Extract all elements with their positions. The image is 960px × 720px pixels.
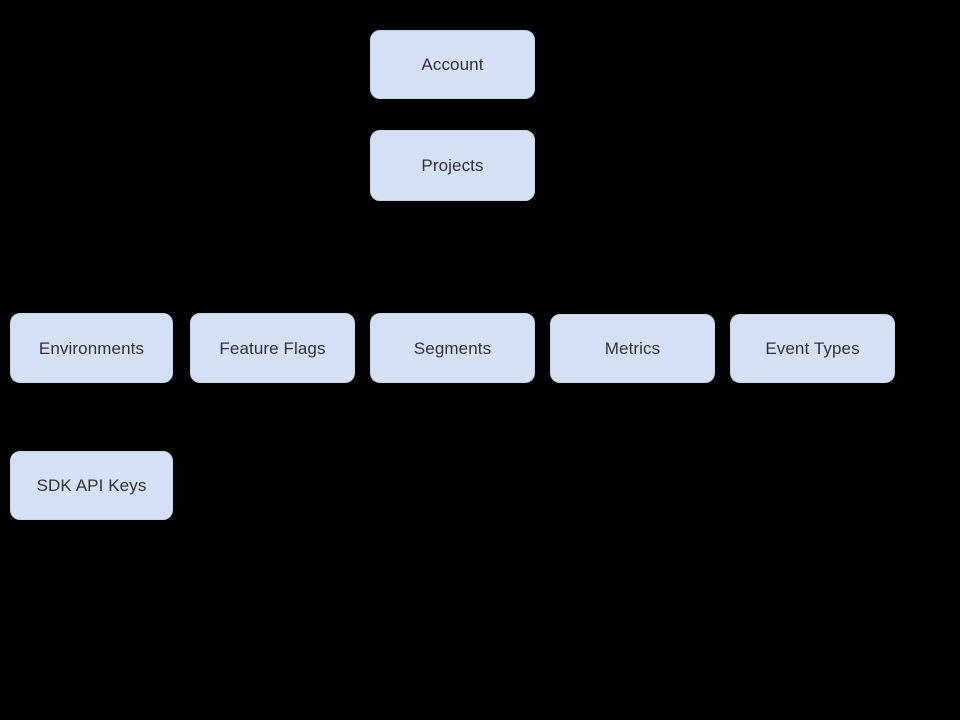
node-label: SDK API Keys: [36, 476, 147, 495]
node-label: Account: [421, 55, 484, 74]
node-label: Event Types: [765, 339, 860, 358]
edge-projects-to-event-types: [452, 201, 813, 314]
node-label: Projects: [421, 156, 484, 175]
node-segments[interactable]: Segments: [370, 313, 535, 383]
edge-projects-to-metrics: [452, 201, 633, 314]
node-feature-flags[interactable]: Feature Flags: [190, 313, 355, 383]
node-event-types[interactable]: Event Types: [730, 314, 895, 383]
node-projects[interactable]: Projects: [370, 130, 535, 201]
node-metrics[interactable]: Metrics: [550, 314, 715, 383]
node-label: Feature Flags: [219, 338, 326, 358]
node-label: Metrics: [604, 339, 661, 358]
edge-projects-to-feature-flags: [272, 201, 453, 313]
node-label: Environments: [38, 338, 145, 358]
node-environments[interactable]: Environments: [10, 313, 173, 383]
edge-projects-to-environments: [91, 201, 453, 313]
node-sdk-api-keys[interactable]: SDK API Keys: [10, 451, 173, 520]
node-label: Segments: [413, 338, 492, 358]
node-account[interactable]: Account: [370, 30, 535, 99]
